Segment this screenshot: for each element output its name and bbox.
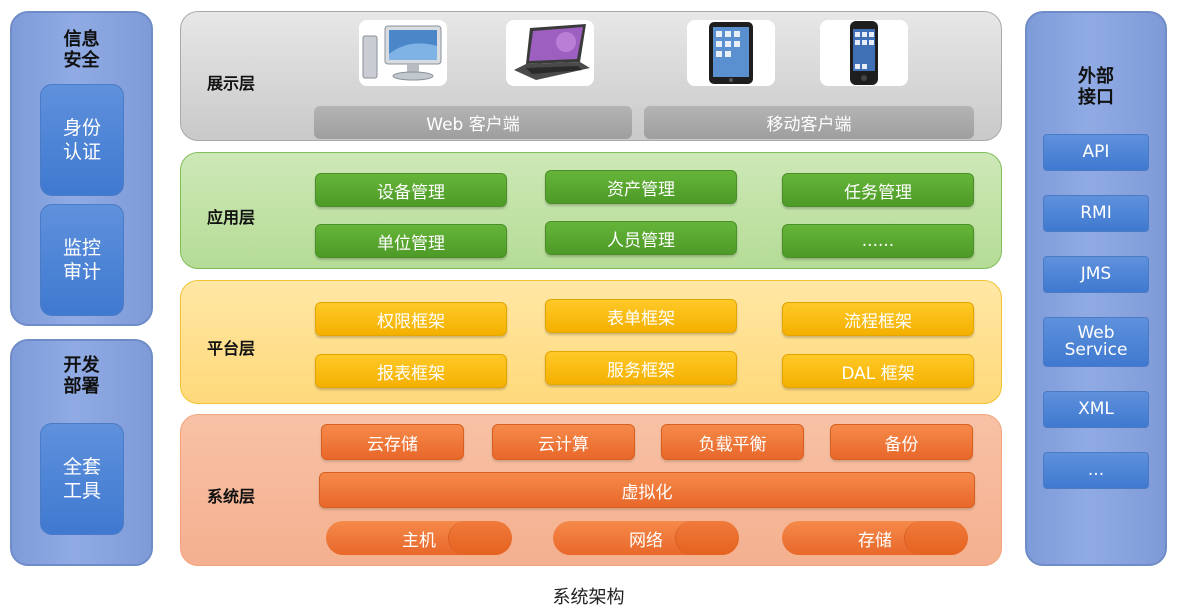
presentation-layer-label: 展示层 [207,74,256,93]
network-pill: 网络 [553,521,739,555]
report-framework-box: 报表框架 [315,354,507,388]
system-layer-label: 系统层 [207,487,256,506]
api-box: API [1043,134,1149,171]
unit-management-box: 单位管理 [315,224,507,258]
storage-label: 存储 [858,530,892,551]
platform-layer-label: 平台层 [207,339,256,358]
xml-box: XML [1043,391,1149,428]
more-apps-box: ...... [782,224,974,258]
backup-box: 备份 [830,424,973,460]
load-balancing-box: 负载平衡 [661,424,804,460]
application-layer-label: 应用层 [207,208,256,227]
cloud-computing-box: 云计算 [492,424,635,460]
laptop-tile [506,20,594,86]
monitor-audit-box: 监控 审计 [40,204,124,316]
external-interface-title: 外部 接口 [1078,66,1114,108]
cloud-storage-box: 云存储 [321,424,464,460]
phone-icon [850,21,878,85]
diagram-caption: 系统架构 [552,587,625,608]
permission-framework-box: 权限框架 [315,302,507,336]
host-pill: 主机 [326,521,512,555]
web-service-box: Web Service [1043,317,1149,367]
host-pill-cap [448,521,512,555]
platform-layer: 平台层 权限框架 表单框架 流程框架 报表框架 服务框架 DAL 框架 [180,280,1002,404]
virtualization-bar: 虚拟化 [319,472,975,508]
device-management-box: 设备管理 [315,173,507,207]
desktop-icon [362,25,442,81]
toolset-box: 全套 工具 [40,423,124,535]
storage-pill-cap [904,521,968,555]
tablet-tile [687,20,775,86]
tablet-icon [709,22,753,84]
mobile-client-bar: 移动客户端 [644,106,974,139]
task-management-box: 任务管理 [782,173,974,207]
dal-framework-box: DAL 框架 [782,354,974,388]
more-interfaces-box: ... [1043,452,1149,489]
deploy-title: 开发 部署 [63,355,100,397]
laptop-icon [514,24,590,80]
presentation-layer: 展示层 [180,11,1002,141]
security-title: 信息 安全 [63,29,100,71]
desktop-tile [359,20,447,86]
network-pill-cap [675,521,739,555]
form-framework-box: 表单框架 [545,299,737,333]
web-client-bar: Web 客户端 [314,106,632,139]
network-label: 网络 [629,530,663,551]
workflow-framework-box: 流程框架 [782,302,974,336]
staff-management-box: 人员管理 [545,221,737,255]
host-label: 主机 [402,530,436,551]
jms-box: JMS [1043,256,1149,293]
phone-tile [820,20,908,86]
application-layer: 应用层 设备管理 资产管理 任务管理 单位管理 人员管理 ...... [180,152,1002,269]
identity-auth-box: 身份 认证 [40,84,124,196]
storage-pill: 存储 [782,521,968,555]
rmi-box: RMI [1043,195,1149,232]
asset-management-box: 资产管理 [545,170,737,204]
system-layer: 系统层 云存储 云计算 负载平衡 备份 虚拟化 主机 网络 存储 [180,414,1002,566]
service-framework-box: 服务框架 [545,351,737,385]
